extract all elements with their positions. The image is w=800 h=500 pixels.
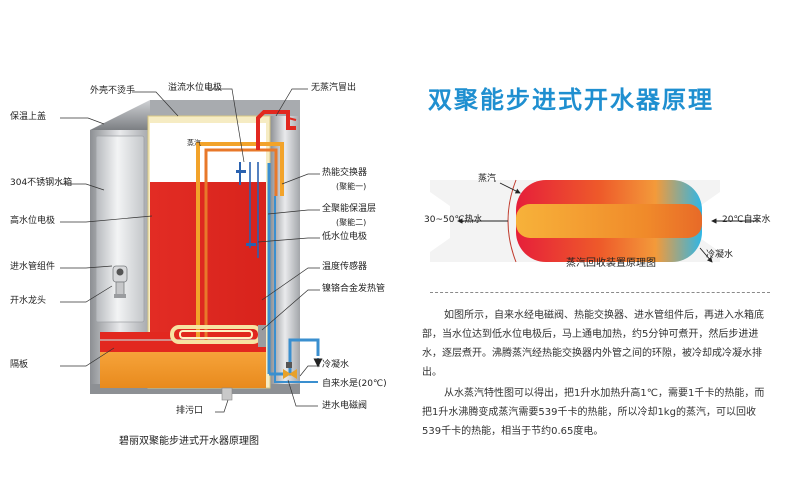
label-high-electrode: 高水位电极 bbox=[10, 216, 56, 226]
label-inlet-valve: 进水电磁阀 bbox=[322, 401, 368, 411]
label-full-insulation: 全聚能保温层 bbox=[322, 204, 377, 214]
leader-lines bbox=[60, 88, 320, 413]
recovery-caption: 蒸汽回收装置原理图 bbox=[566, 258, 656, 269]
label-temp-sensor: 温度传感器 bbox=[322, 262, 368, 272]
inlet-valve-assembly bbox=[269, 338, 320, 383]
left-caption: 碧丽双聚能步进式开水器原理图 bbox=[119, 436, 259, 447]
label-inlet-pipe: 进水管组件 bbox=[10, 262, 56, 272]
heat-exchanger-pipes bbox=[196, 110, 297, 374]
paragraph-block: 如图所示，自来水经电磁阀、热能交换器、进水管组件后，再进入水箱底部，当水位达到低… bbox=[422, 306, 772, 441]
heater-tube bbox=[170, 325, 266, 347]
steam-recovery-diagram bbox=[430, 179, 760, 263]
paragraph-2: 从水蒸汽特性图可以得出，把1升水加热升高1℃，需要1千卡的热能，而把1升水沸腾变… bbox=[422, 388, 765, 437]
label-insulated-cover: 保温上盖 bbox=[10, 112, 47, 122]
label-outer-shell: 外壳不烫手 bbox=[90, 86, 136, 96]
label-condensate: 冷凝水 bbox=[322, 360, 350, 370]
label-faucet: 开水龙头 bbox=[10, 296, 47, 306]
hot-water-zone bbox=[150, 182, 266, 338]
label-no-steam: 无蒸汽冒出 bbox=[311, 83, 357, 93]
recovery-label-steam: 蒸汽 bbox=[478, 174, 497, 184]
recovery-inner-pipe bbox=[516, 204, 702, 238]
label-tap-water: 自来水是(20℃) bbox=[322, 379, 387, 389]
drain-outlet bbox=[221, 387, 233, 401]
label-partition: 隔板 bbox=[10, 360, 29, 370]
label-low-electrode: 低水位电极 bbox=[322, 232, 368, 242]
label-heat-exchanger: 热能交换器 bbox=[322, 168, 368, 178]
label-ss-tank: 304不锈钢水箱 bbox=[10, 178, 73, 188]
recovery-label-hot-water: 30~50℃热水 bbox=[424, 215, 483, 225]
recovery-label-cold-water: 20℃自来水 bbox=[722, 215, 771, 225]
label-full-insulation-sub: (聚能二) bbox=[336, 218, 367, 227]
label-heat-exchanger-sub: (聚能一) bbox=[336, 182, 367, 191]
page-title: 双聚能步进式开水器原理 bbox=[428, 86, 714, 114]
label-heater-tube: 镍铬合金发热管 bbox=[322, 284, 386, 294]
label-steam-small: 蒸汽 bbox=[187, 139, 201, 147]
label-overflow-electrode: 溢流水位电极 bbox=[168, 83, 223, 93]
paragraph-1: 如图所示，自来水经电磁阀、热能交换器、进水管组件后，再进入水箱底部，当水位达到低… bbox=[422, 310, 764, 378]
label-drain: 排污口 bbox=[176, 406, 204, 416]
recovery-label-condensate: 冷凝水 bbox=[706, 250, 734, 260]
warm-water-zone bbox=[100, 352, 266, 388]
divider bbox=[430, 292, 770, 293]
faucet-icon bbox=[112, 265, 128, 298]
front-panel bbox=[95, 135, 145, 323]
